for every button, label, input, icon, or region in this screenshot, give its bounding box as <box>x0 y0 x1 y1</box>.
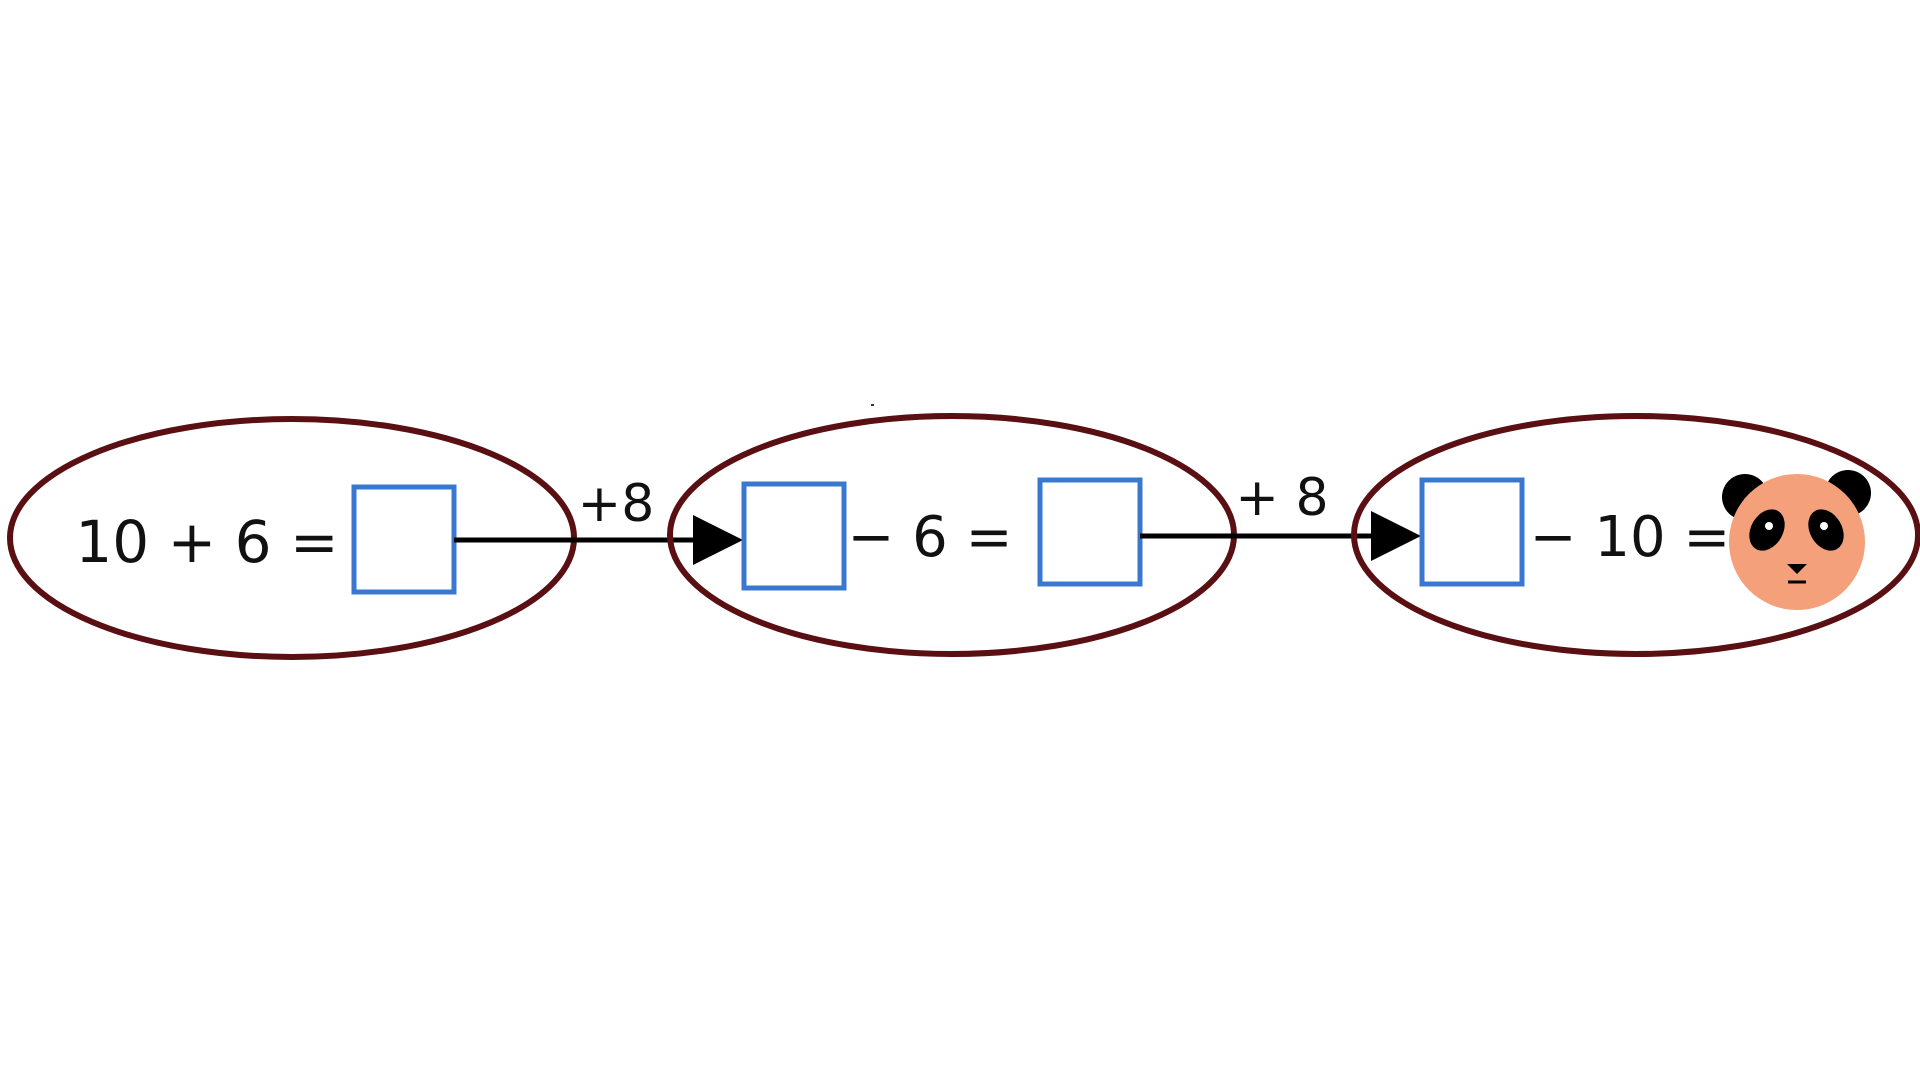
group-2-start-box[interactable] <box>741 481 847 591</box>
panda-left-eye <box>1765 522 1773 530</box>
group-2-expression: − 6 = <box>847 505 1012 570</box>
group-1-answer-box[interactable] <box>351 484 457 595</box>
group-2-answer-box[interactable] <box>1037 477 1143 587</box>
group-3: − 10 = <box>1351 413 1920 657</box>
link-1-label: +8 <box>578 474 655 534</box>
group-1: 10 + 6 = <box>7 416 577 660</box>
panda-nose <box>1787 564 1807 574</box>
group-1-expression: 10 + 6 = <box>75 508 338 576</box>
panda-left-eye-patch <box>1749 509 1785 551</box>
link-1: +8 <box>454 474 743 565</box>
stray-dot <box>871 404 874 406</box>
group-3-expression: − 10 = <box>1530 505 1731 570</box>
panda-face-icon <box>1722 470 1871 610</box>
link-2-label: + 8 <box>1235 468 1328 528</box>
panda-face <box>1729 474 1865 610</box>
group-2: − 6 = <box>667 413 1237 657</box>
link-2: + 8 <box>1140 468 1421 561</box>
group-3-oval <box>1351 413 1920 657</box>
panda-right-eye <box>1820 522 1828 530</box>
group-3-start-box[interactable] <box>1419 477 1525 587</box>
panda-right-eye-patch <box>1808 509 1844 551</box>
